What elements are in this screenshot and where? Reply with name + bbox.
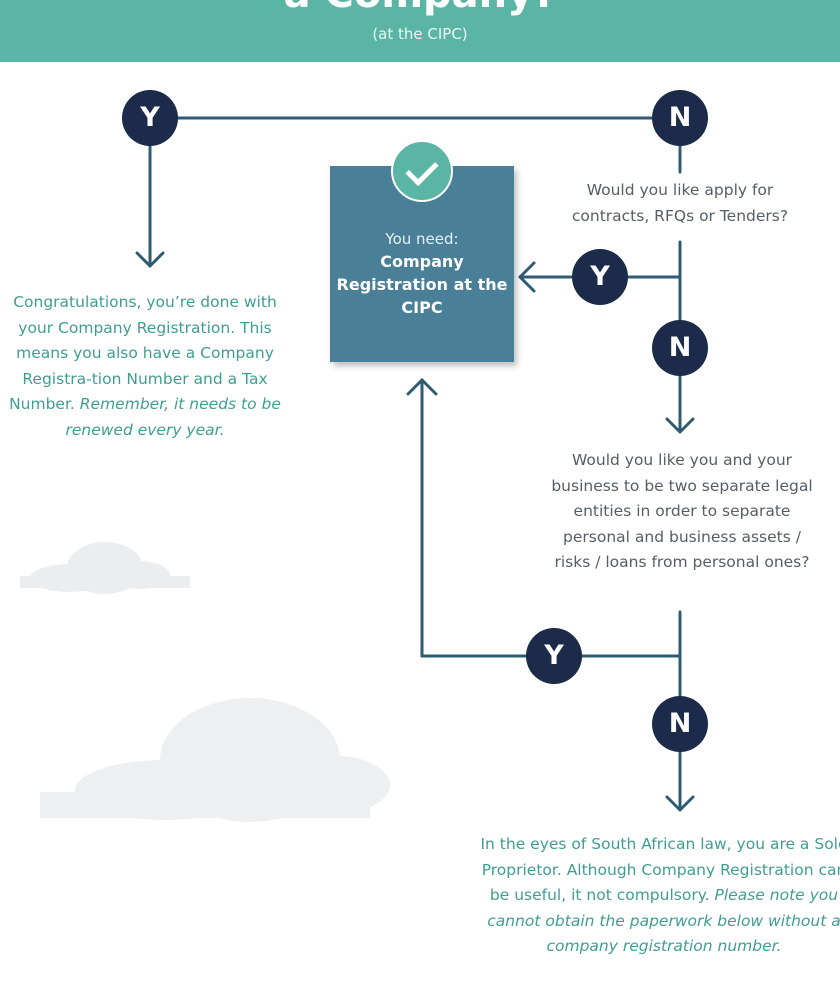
- header-banner: a Company? (at the CIPC): [0, 0, 840, 62]
- arrow-y1-head: [135, 251, 165, 268]
- result-box-heading: Company Registration at the CIPC: [336, 252, 508, 317]
- sole-emphasis: Please note you cannot obtain the paperw…: [487, 886, 840, 955]
- header-title: a Company?: [0, 0, 840, 18]
- arrow-y3-head: [406, 378, 438, 396]
- cloud-decoration-bottom: [40, 698, 390, 822]
- congrats-body: Congratulations, you’re done with your C…: [9, 293, 277, 413]
- node-no-3: N: [652, 696, 708, 752]
- cloud-decoration-top: [20, 542, 190, 594]
- node-yes-2: Y: [572, 249, 628, 305]
- node-yes-1: Y: [122, 90, 178, 146]
- node-no-1: N: [652, 90, 708, 146]
- node-no-2: N: [652, 320, 708, 376]
- checkmark-icon: [391, 140, 453, 202]
- result-box-intro: You need:: [385, 230, 459, 248]
- sole-proprietor-text: In the eyes of South African law, you ar…: [478, 832, 840, 960]
- arrow-n3-head: [665, 795, 695, 812]
- congrats-emphasis: Remember, it needs to be renewed every y…: [65, 395, 281, 439]
- congrats-text: Congratulations, you’re done with your C…: [4, 290, 286, 443]
- node-yes-3: Y: [526, 628, 582, 684]
- arrow-y2-head: [518, 261, 536, 293]
- arrow-n2-head: [665, 417, 695, 434]
- sole-body: In the eyes of South African law, you ar…: [480, 835, 840, 904]
- question-tenders: Would you like apply for contracts, RFQs…: [571, 181, 789, 225]
- question-separate-entities: Would you like you and your business to …: [551, 451, 813, 571]
- header-subtitle: (at the CIPC): [372, 25, 468, 43]
